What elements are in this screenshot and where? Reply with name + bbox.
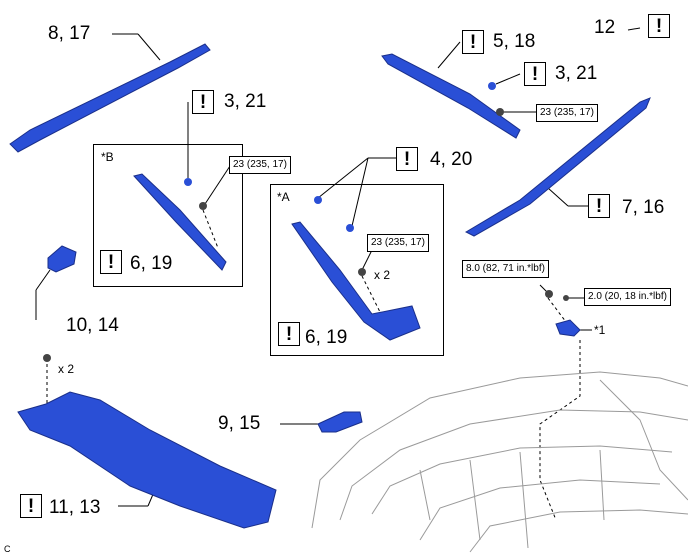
torque-spec: 23 (235, 17)	[229, 156, 291, 174]
callout-10-14: 10, 14	[66, 315, 119, 336]
callout-7-16: 7, 16	[622, 197, 665, 218]
box-a-label: *A	[277, 190, 290, 204]
warning-icon: !	[278, 322, 300, 346]
torque-spec: 2.0 (20, 18 in.*lbf)	[584, 288, 671, 306]
callout-11-13: 11, 13	[49, 497, 101, 518]
star1-label: *1	[594, 323, 606, 337]
callout-3-21-left: 3, 21	[224, 91, 267, 112]
torque-spec: 23 (235, 17)	[536, 104, 598, 122]
box-b-label: *B	[101, 150, 114, 164]
torque-spec: 23 (235, 17)	[367, 234, 429, 252]
callout-6-19-a: 6, 19	[305, 327, 348, 348]
callout-5-18: 5, 18	[493, 31, 536, 52]
detail-box-a	[270, 184, 444, 356]
warning-icon: !	[100, 250, 122, 274]
callout-3-21-top: 3, 21	[555, 63, 598, 84]
quantity-label: x 2	[374, 268, 391, 282]
figure-code: C	[4, 544, 11, 554]
callout-4-20: 4, 20	[430, 149, 473, 170]
quantity-label: x 2	[58, 362, 75, 376]
callout-8-17: 8, 17	[48, 23, 91, 44]
warning-icon: !	[648, 14, 670, 38]
torque-spec: 8.0 (82, 71 in.*lbf)	[462, 260, 549, 278]
warning-icon: !	[524, 62, 546, 86]
callout-12: 12	[594, 17, 616, 38]
warning-icon: !	[20, 494, 42, 518]
warning-icon: !	[192, 90, 214, 114]
warning-icon: !	[588, 194, 610, 218]
warning-icon: !	[396, 147, 418, 171]
callout-6-19-b: 6, 19	[130, 253, 173, 274]
warning-icon: !	[462, 30, 484, 54]
callout-9-15: 9, 15	[218, 413, 261, 434]
detail-box-b	[93, 144, 243, 287]
